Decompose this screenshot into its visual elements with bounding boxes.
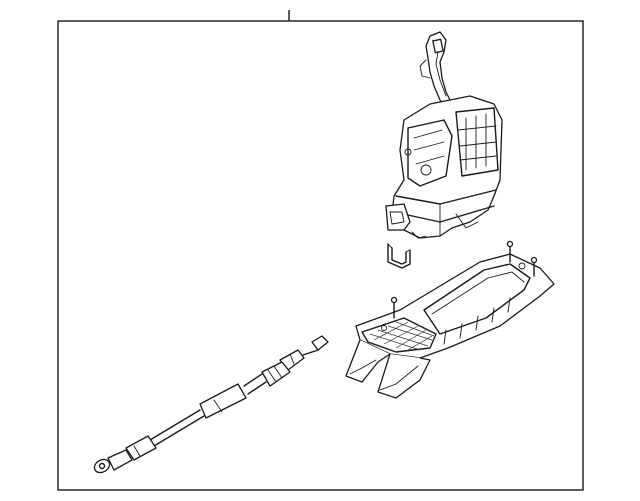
shift-cable: [93, 335, 329, 474]
shifter-base-bracket: [345, 240, 555, 399]
mounting-stud: [530, 256, 538, 277]
diagram-frame: [57, 20, 584, 491]
shifter-assembly: [385, 31, 503, 239]
mounting-stud: [390, 296, 398, 319]
retaining-clip: [387, 243, 411, 269]
mounting-stud: [506, 240, 514, 263]
